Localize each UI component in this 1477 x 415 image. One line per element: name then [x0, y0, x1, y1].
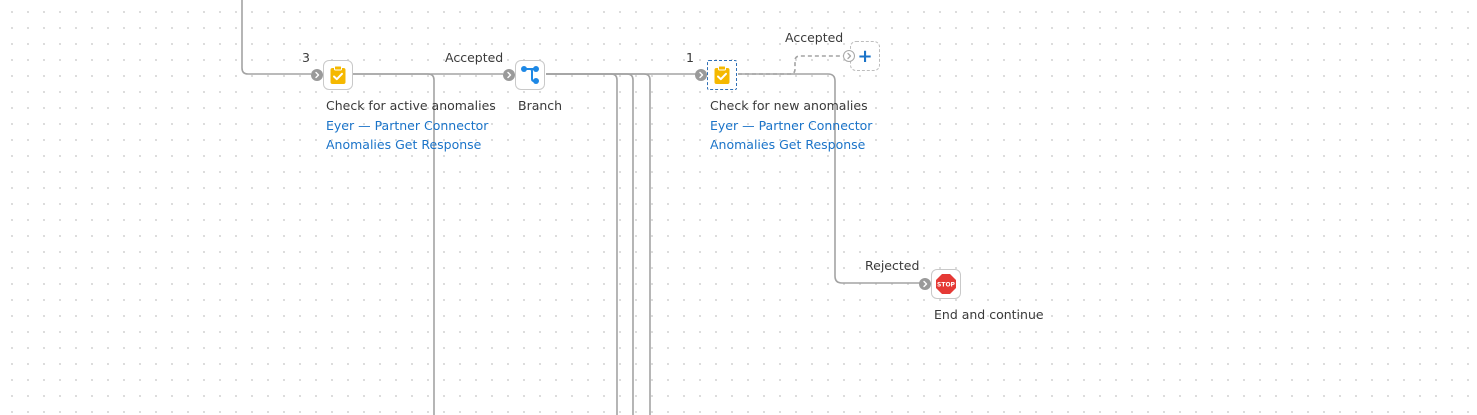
node-branch[interactable]: [515, 60, 545, 90]
wire-branch-out-1: [546, 73, 618, 415]
chevron-right-icon: [507, 71, 512, 79]
node-title: Check for active anomalies: [326, 98, 496, 113]
node-connector-link[interactable]: Eyer — Partner Connector: [326, 118, 489, 133]
wire-branch-out-3: [546, 73, 651, 415]
node-connector-link[interactable]: Eyer — Partner Connector: [710, 118, 873, 133]
node-counter-badge: 1: [686, 50, 694, 65]
wire-check-active-down: [353, 73, 435, 415]
branch-icon: [521, 66, 539, 84]
chevron-right-icon: [847, 52, 852, 60]
edge-label-accepted: Accepted: [785, 30, 844, 45]
node-input-port[interactable]: [311, 69, 323, 81]
chevron-right-icon: [315, 71, 320, 79]
wire-accepted-dashed: [738, 55, 843, 75]
node-counter-badge: 3: [302, 50, 310, 65]
node-title: End and continue: [934, 307, 1044, 322]
node-input-port[interactable]: [503, 69, 515, 81]
node-end-and-continue[interactable]: STOP: [931, 269, 961, 299]
stop-sign-icon: STOP: [936, 274, 956, 294]
wire-incoming: [241, 0, 311, 75]
node-check-active-anomalies[interactable]: [323, 60, 353, 90]
clipboard-check-icon: [714, 65, 730, 84]
wire-branch-out-2: [546, 73, 634, 415]
chevron-right-icon: [699, 71, 704, 79]
edge-label-rejected: Rejected: [865, 258, 920, 273]
chevron-right-icon: [923, 280, 928, 288]
node-title: Check for new anomalies: [710, 98, 868, 113]
node-input-port[interactable]: [919, 278, 931, 290]
add-step-input-port[interactable]: [843, 50, 855, 62]
stop-sign-text: STOP: [937, 282, 956, 289]
wire-rejected: [738, 73, 921, 284]
node-input-port[interactable]: [695, 69, 707, 81]
clipboard-check-icon: [330, 65, 346, 84]
node-check-new-anomalies[interactable]: [707, 60, 737, 90]
node-title: Branch: [518, 98, 563, 113]
edge-label-accepted: Accepted: [445, 50, 504, 65]
node-action-link[interactable]: Anomalies Get Response: [326, 137, 482, 152]
node-action-link[interactable]: Anomalies Get Response: [710, 137, 866, 152]
add-step-button[interactable]: +: [850, 41, 880, 71]
